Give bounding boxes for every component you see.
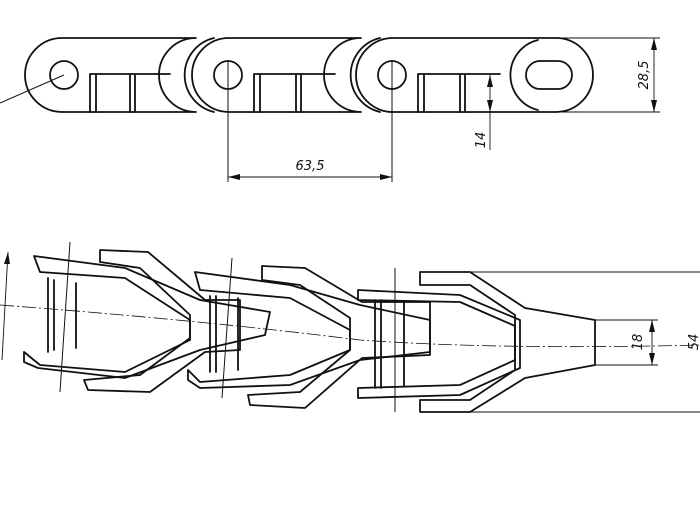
link-web-1 bbox=[89, 73, 171, 113]
dim-pitch-label: 63,5 bbox=[296, 159, 325, 174]
link-a-fork bbox=[23, 255, 271, 379]
dim-height-label: 28,5 bbox=[637, 61, 652, 90]
link-c-side-plate bbox=[419, 271, 596, 413]
pin-hole-1 bbox=[49, 60, 79, 90]
dim-width-label: 54 bbox=[687, 334, 700, 351]
dim-arrow-bore-bottom bbox=[649, 353, 655, 365]
link-c-barrel bbox=[374, 299, 405, 389]
dim-arrow-plate-bottom bbox=[487, 100, 493, 112]
link-b-barrel bbox=[209, 295, 239, 373]
dim-arrow-left-top bbox=[4, 252, 10, 264]
link-plate-3-lip bbox=[349, 37, 381, 113]
dim-arrow-bottom bbox=[651, 100, 657, 112]
link-b-side-plate bbox=[247, 265, 431, 409]
link-c-fork bbox=[357, 289, 521, 399]
link-web-3 bbox=[417, 73, 501, 113]
link-b-fork bbox=[187, 271, 431, 389]
link-a-axis-2 bbox=[221, 257, 233, 399]
link-plate-3 bbox=[355, 37, 594, 113]
dim-arrow-bore-top bbox=[649, 320, 655, 332]
link-plate-2-lip bbox=[183, 37, 215, 113]
link-web-2 bbox=[253, 73, 336, 113]
dim-plate-label: 14 bbox=[474, 132, 489, 149]
link-plate-3-end-arc bbox=[509, 39, 539, 111]
chain-plan-view: 18 54 bbox=[0, 241, 700, 413]
chain-link-a bbox=[23, 241, 271, 399]
chain-centerline bbox=[0, 304, 700, 348]
link-a-axis bbox=[59, 241, 71, 393]
dim-bore-label: 18 bbox=[631, 334, 646, 351]
dim-line-left bbox=[1, 251, 9, 361]
link-plate-2 bbox=[191, 37, 362, 113]
chain-link-b bbox=[187, 265, 431, 409]
slot-hole bbox=[525, 60, 573, 90]
dim-arrow-top bbox=[651, 38, 657, 50]
chain-side-view: 28,5 14 63,5 bbox=[0, 37, 660, 182]
dim-arrow-plate-top bbox=[487, 75, 493, 87]
link-plate-1 bbox=[24, 37, 197, 113]
chain-link-c bbox=[357, 268, 596, 413]
dim-arrow-pitch-right bbox=[380, 174, 392, 180]
leader-line bbox=[0, 74, 65, 104]
link-a-barrel bbox=[47, 277, 77, 353]
dim-arrow-pitch-left bbox=[228, 174, 240, 180]
